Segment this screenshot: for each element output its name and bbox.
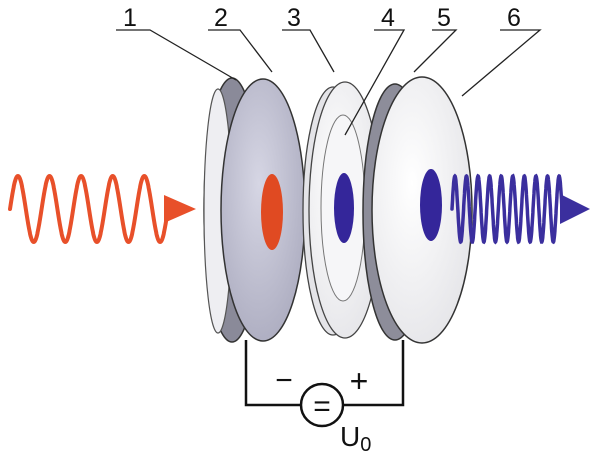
voltage-label-main: U bbox=[340, 421, 360, 452]
voltage-source bbox=[299, 382, 345, 428]
output-light-spot bbox=[420, 169, 442, 241]
plate-1-2 bbox=[203, 77, 306, 343]
voltage-source-symbol: = bbox=[313, 390, 331, 423]
label-1: 1 bbox=[123, 4, 137, 32]
circuit-wire bbox=[244, 340, 300, 407]
label-2: 2 bbox=[214, 4, 228, 32]
leader-5 bbox=[413, 29, 458, 73]
input-light-spot bbox=[261, 174, 283, 250]
label-leaders bbox=[116, 29, 542, 136]
voltage-label: U0 bbox=[340, 421, 371, 456]
leader-3 bbox=[282, 29, 335, 73]
minus-sign: − bbox=[275, 364, 293, 397]
plate-5-6 bbox=[362, 76, 473, 344]
input-light-wave bbox=[8, 173, 196, 245]
circuit: = − + U0 bbox=[244, 340, 405, 456]
leader-6 bbox=[461, 29, 542, 97]
output-light-wave bbox=[450, 173, 590, 245]
middle-light-spot bbox=[334, 173, 354, 243]
plus-sign: + bbox=[350, 363, 369, 399]
voltage-label-sub: 0 bbox=[360, 434, 371, 456]
leader-1 bbox=[116, 29, 237, 81]
circuit-wire-right bbox=[344, 340, 405, 407]
label-6: 6 bbox=[507, 4, 521, 32]
labels: 1 2 3 4 5 6 bbox=[123, 4, 521, 32]
leader-2 bbox=[208, 29, 273, 73]
leader-4 bbox=[344, 29, 406, 136]
label-5: 5 bbox=[437, 4, 451, 32]
label-3: 3 bbox=[287, 4, 301, 32]
label-4: 4 bbox=[381, 4, 395, 32]
